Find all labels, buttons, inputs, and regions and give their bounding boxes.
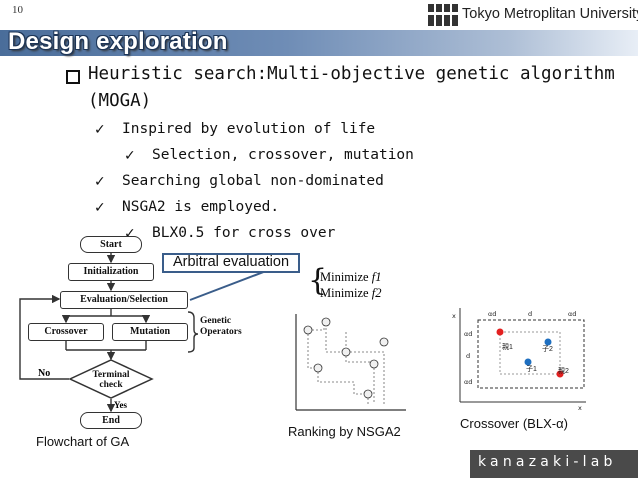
- bullet-sub1a: Selection, crossover, mutation: [152, 147, 414, 163]
- nsga-ranking-plot: [295, 314, 406, 411]
- svg-text:αd: αd: [488, 310, 496, 318]
- check-icon: ✓: [94, 200, 106, 216]
- minimize-f1: Minimize f1: [320, 270, 381, 285]
- square-bullet-icon: [66, 70, 80, 84]
- genetic-operators-label: Genetic Operators: [200, 316, 242, 337]
- terminal-check-label: Terminal check: [92, 370, 130, 390]
- check-icon: ✓: [124, 226, 136, 242]
- blx-diagram: x x αd d αd αd d αd: [452, 308, 586, 410]
- brace-icon: {: [308, 263, 328, 298]
- minimize-f2: Minimize f2: [320, 286, 381, 301]
- bullet-main-cont: (MOGA): [88, 91, 152, 111]
- parent2-label: 親2: [558, 368, 569, 375]
- callout-box: [162, 253, 300, 273]
- f1-label: f1: [371, 270, 382, 284]
- child2-label: 子2: [542, 346, 553, 353]
- svg-text:x: x: [578, 404, 582, 410]
- yes-label: Yes: [114, 400, 127, 410]
- flow-mutation: Mutation: [112, 323, 188, 341]
- svg-text:αd: αd: [568, 310, 576, 318]
- blx-caption: Crossover (BLX-α): [460, 416, 568, 431]
- callout-text: Arbitral evaluation: [172, 254, 290, 270]
- svg-text:x: x: [452, 312, 456, 320]
- bullet-main: Heuristic search:Multi-objective genetic…: [88, 64, 615, 84]
- flow-evaluation: Evaluation/Selection: [60, 291, 188, 309]
- flow-crossover: Crossover: [28, 323, 104, 341]
- check-icon: ✓: [124, 148, 136, 164]
- tmu-logo-icon: [428, 4, 458, 26]
- minimize-label: Minimize: [320, 286, 369, 300]
- callout-pointer: [189, 267, 275, 301]
- check-icon: ✓: [94, 174, 106, 190]
- svg-text:d: d: [528, 310, 532, 318]
- f2-label: f2: [371, 286, 382, 300]
- nsga-caption: Ranking by NSGA2: [288, 424, 401, 439]
- child1-label: 子1: [526, 366, 537, 373]
- flow-end: End: [80, 412, 142, 429]
- university-name: Tokyo Metroplitan University: [462, 6, 638, 22]
- terminal-diamond: [68, 359, 154, 399]
- parent1-label: 親1: [502, 344, 513, 351]
- slide-number: 10: [12, 4, 23, 16]
- svg-text:αd: αd: [464, 378, 472, 386]
- svg-text:d: d: [466, 352, 470, 360]
- bullet-sub1: Inspired by evolution of life: [122, 121, 376, 137]
- minimize-label: Minimize: [320, 270, 369, 284]
- lab-name: kanazaki-lab: [478, 454, 617, 470]
- bullet-sub3: NSGA2 is employed.: [122, 199, 280, 215]
- flow-start: Start: [80, 236, 142, 253]
- svg-text:αd: αd: [464, 330, 472, 338]
- slide-title: Design exploration: [8, 28, 228, 55]
- no-label: No: [38, 368, 51, 379]
- university-logo: [428, 2, 634, 28]
- flowchart-caption: Flowchart of GA: [36, 434, 130, 449]
- title-bar: [0, 30, 638, 56]
- bullet-sub3a: BLX0.5 for cross over: [152, 225, 336, 241]
- bullet-sub2: Searching global non-dominated: [122, 173, 384, 189]
- lab-logo: [470, 450, 638, 478]
- check-icon: ✓: [94, 122, 106, 138]
- flow-initialization: Initialization: [68, 263, 154, 281]
